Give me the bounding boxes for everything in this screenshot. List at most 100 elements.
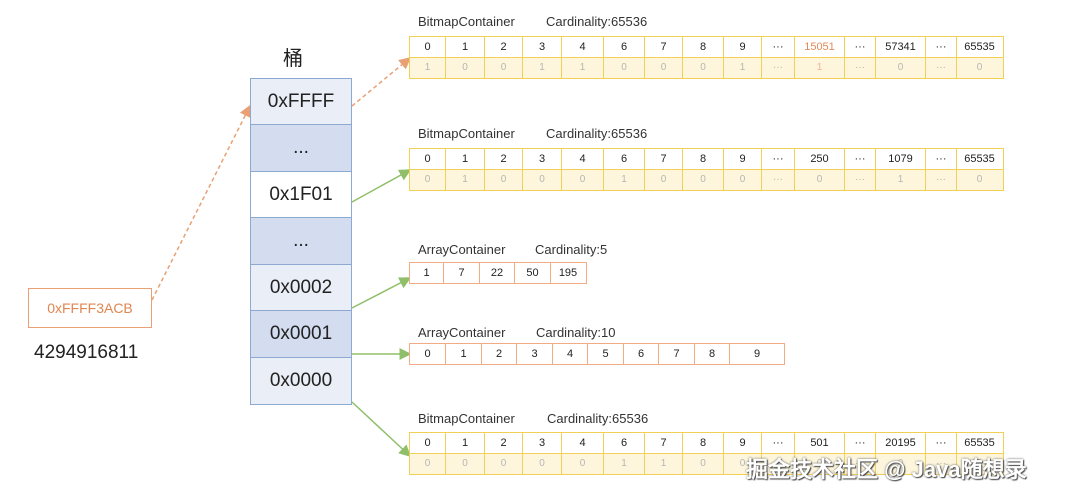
index-cell: ··· [925, 432, 957, 454]
index-cell: 2 [483, 36, 524, 58]
bit-cell: ··· [844, 168, 876, 191]
bit-cell: ··· [761, 168, 795, 191]
index-cell: 6 [603, 148, 645, 170]
bucket-column: 0xFFFF ... 0x1F01 ... 0x0002 0x0001 0x00… [250, 77, 352, 405]
index-cell: 250 [793, 148, 846, 170]
bucket-cell: ... [250, 124, 352, 172]
index-cell: 0 [408, 36, 447, 58]
index-cell: 195 [549, 262, 587, 284]
bit-cell: 0 [643, 168, 684, 191]
bit-cell: 0 [722, 168, 763, 191]
index-cell: 3 [522, 36, 562, 58]
index-cell: 8 [682, 432, 724, 454]
index-cell: 8 [682, 36, 724, 58]
bit-cell: 0 [483, 452, 524, 475]
key-decimal: 4294916811 [34, 342, 139, 363]
bit-cell: 0 [445, 56, 485, 79]
index-cell: 7 [643, 36, 684, 58]
index-cell: 3 [522, 432, 562, 454]
bit-cell: ··· [925, 168, 957, 191]
index-cell: ··· [761, 148, 795, 170]
bit-cell: 0 [603, 56, 645, 79]
bucket-cell: 0x0001 [250, 310, 352, 358]
index-cell: 0 [408, 148, 447, 170]
index-cell: 9 [722, 36, 763, 58]
index-cell: 4 [560, 36, 605, 58]
bit-cell: ··· [761, 452, 795, 475]
index-cell: 1 [445, 432, 485, 454]
bit-cell: 0 [682, 452, 724, 475]
index-cell: 6 [603, 36, 645, 58]
key-hex-box: 0xFFFF3ACB [28, 288, 152, 328]
bucket-cell: 0x0002 [250, 263, 352, 312]
bit-cell: 0 [560, 452, 605, 475]
watermark: 掘金技术社区 @ Java随想录 [746, 457, 1027, 482]
index-cell: 501 [793, 432, 846, 454]
bit-cell: 0 [643, 56, 684, 79]
index-cell: 1 [445, 148, 485, 170]
index-cell: 65535 [955, 432, 1004, 454]
bit-cell: ··· [761, 56, 795, 79]
bit-cell: 0 [955, 168, 1004, 191]
bit-cell: ··· [925, 56, 957, 79]
bit-cell: 0 [408, 452, 447, 475]
bit-cell: 1 [408, 56, 447, 79]
index-cell: ··· [844, 432, 876, 454]
bit-cell: 1 [793, 56, 846, 79]
index-cell: 3 [522, 148, 562, 170]
bit-cell: 0 [682, 168, 724, 191]
bit-cell: 0 [483, 56, 524, 79]
bit-cell: ··· [844, 56, 876, 79]
container-cardinality: Cardinality:10 [536, 325, 616, 340]
container-type-label: BitmapContainer [418, 126, 515, 141]
bit-cell: 1 [522, 56, 562, 79]
index-cell: 8 [693, 343, 731, 365]
index-cell: 6 [603, 432, 645, 454]
index-cell: 3 [516, 343, 553, 365]
index-cell: 65535 [955, 148, 1004, 170]
index-cell: 1 [445, 36, 485, 58]
index-cell: 15051 [793, 36, 846, 58]
index-cell: ··· [925, 36, 957, 58]
container-cardinality: Cardinality:5 [535, 242, 608, 257]
bit-cell: 0 [445, 452, 485, 475]
index-cell: 6 [622, 343, 660, 365]
index-cell: 1 [445, 343, 482, 365]
bit-cell: 1 [603, 168, 645, 191]
bit-cell: 0 [483, 168, 524, 191]
index-cell: 2 [483, 432, 524, 454]
index-cell: 22 [478, 262, 516, 284]
container-type-label: ArrayContainer [418, 242, 506, 257]
index-cell: 1 [408, 262, 445, 284]
container-type-label: ArrayContainer [418, 325, 506, 340]
bit-cell: 0 [955, 56, 1004, 79]
index-cell: 7 [658, 343, 695, 365]
bucket-cell: 0xFFFF [250, 77, 352, 126]
index-cell: 20195 [874, 432, 927, 454]
index-cell: 2 [480, 343, 518, 365]
index-cell: 5 [587, 343, 624, 365]
arrow-bucket-1f01 [351, 169, 412, 203]
index-cell: ··· [925, 148, 957, 170]
bit-cell: 1 [643, 452, 684, 475]
index-cell: 8 [682, 148, 724, 170]
container-type-label: BitmapContainer [418, 14, 515, 29]
bit-cell: 0 [522, 452, 562, 475]
index-cell: 9 [729, 343, 785, 365]
index-cell: 9 [722, 148, 763, 170]
index-cell: 65535 [955, 36, 1004, 58]
arrow-bucket-0002 [351, 277, 412, 309]
arrow-bucket-0000 [351, 401, 412, 458]
bit-cell: 0 [560, 168, 605, 191]
